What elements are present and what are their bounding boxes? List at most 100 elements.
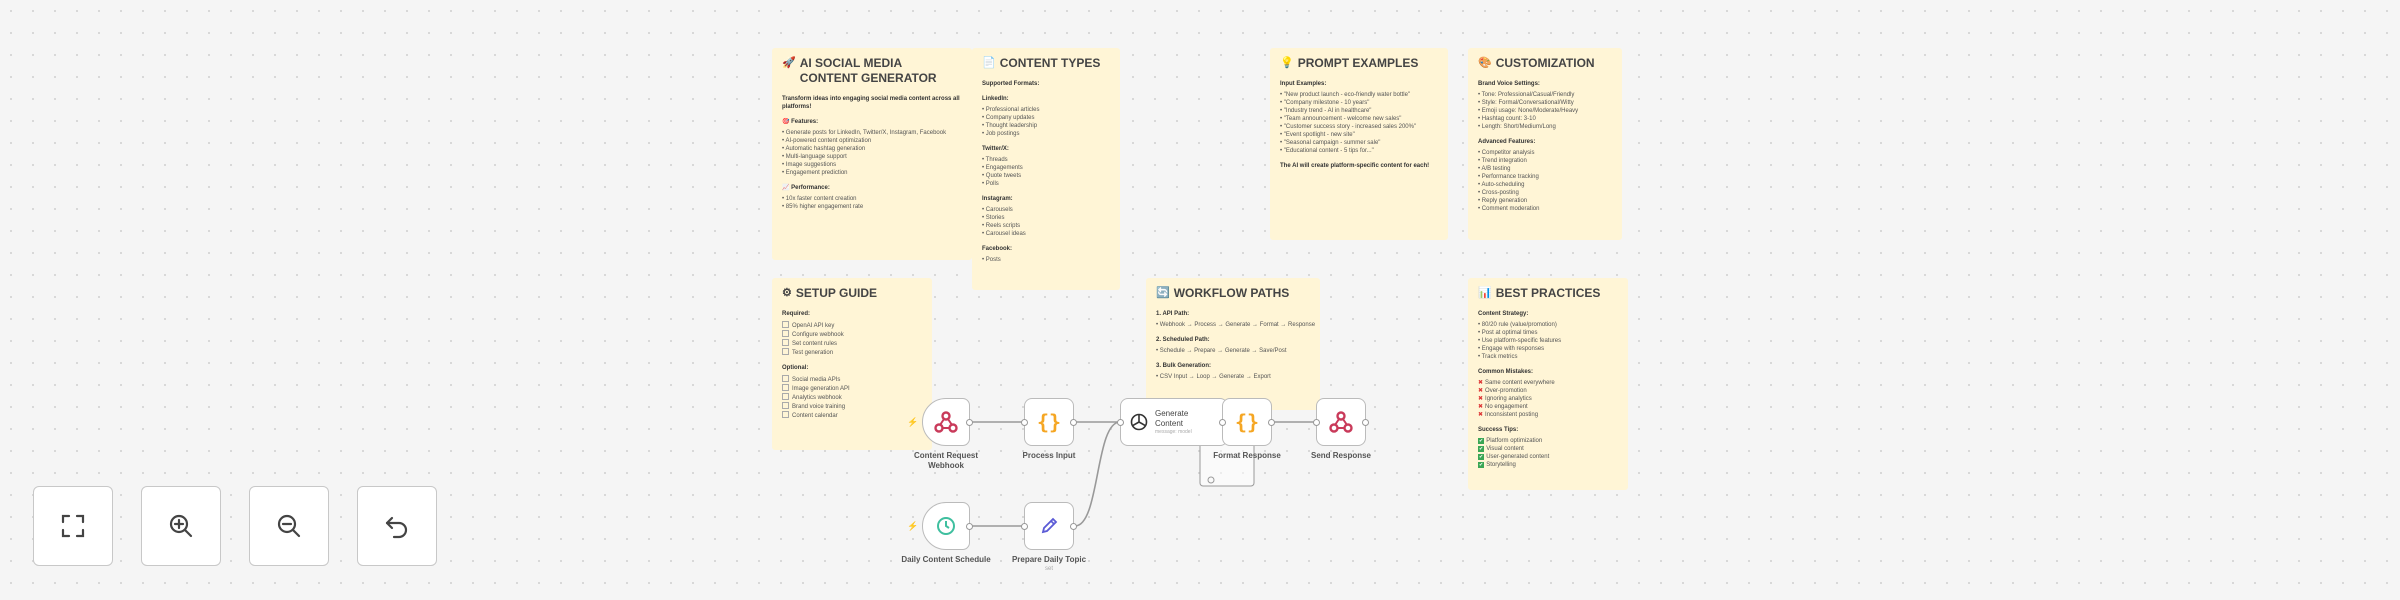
label-process-input: Process Input [1022,451,1076,460]
connection-handles [1199,439,1255,487]
note-list-item: • "Team announcement - welcome new sales… [1280,116,1402,122]
note-list-item: • Hashtag count: 3-10 [1478,116,1536,122]
note-title-text: AI SOCIAL MEDIA CONTENT GENERATOR [799,56,937,85]
node-process-input[interactable]: {} [1021,398,1077,446]
note-list-item: • CSV Input → Loop → Generate → Export [1156,374,1271,380]
note-section-heading: Optional: [782,365,809,371]
note-section-heading: Brand Voice Settings: [1478,81,1540,87]
openai-icon [1130,413,1148,431]
note-section: Facebook:• Posts [982,245,1110,264]
note-section-heading: 3. Bulk Generation: [1156,363,1212,369]
note-emoji-icon: 📄 [982,57,996,69]
note-emoji-icon: 🎨 [1478,57,1492,69]
note-list-item[interactable]: Image generation API [782,384,922,393]
note-emoji-icon: 💡 [1280,57,1294,69]
note-list-item: • "New product launch - eco-friendly wat… [1280,92,1411,98]
note-list-item: • Track metrics [1478,354,1518,360]
note-section-heading: 1. API Path: [1156,311,1190,317]
note-section-heading: Supported Formats: [982,81,1040,87]
note-list-item: • Webhook → Process → Generate → Format … [1156,322,1316,328]
note-list-item[interactable]: OpenAI API key [782,321,922,330]
note-list-item: • 80/20 rule (value/promotion) [1478,322,1557,328]
node-format-response[interactable]: {} [1219,398,1275,446]
trigger-bolt-icon: ⚡ [907,521,919,531]
note-list-item[interactable]: Test generation [782,348,922,357]
note-list-item: • Comment moderation [1478,206,1540,212]
note-title: 💡PROMPT EXAMPLES [1280,56,1438,71]
note-list-item: No engagement [1478,403,1618,411]
note-list-item: Visual content [1478,445,1618,453]
note-list-item: • "Educational content - 5 tips for..." [1280,148,1374,154]
note-list-item[interactable]: Content calendar [782,411,922,420]
note-list-item: • Carousel ideas [982,231,1026,237]
note-list-item: • 10x faster content creation [782,196,857,202]
undo-button[interactable] [357,486,437,566]
node-daily-content-schedule[interactable] [922,502,973,550]
note-list-item: • Emoji usage: None/Moderate/Heavy [1478,108,1579,114]
note-list-item[interactable]: Brand voice training [782,402,922,411]
note-list-item: • Stories [982,215,1005,221]
note-list-item: • Reply generation [1478,198,1528,204]
note-title-text: PROMPT EXAMPLES [1297,56,1419,70]
note-list-item: • Carousels [982,207,1013,213]
note-emoji-icon: ⚙ [782,287,792,299]
note-list-item: • "Customer success story - increased sa… [1280,124,1417,130]
note-section: Brand Voice Settings:• Tone: Professiona… [1478,80,1612,131]
note-list-item: Same content everywhere [1478,379,1618,387]
note-section: 3. Bulk Generation: • CSV Input → Loop → … [1156,362,1310,381]
note-list-item: Inconsistent posting [1478,411,1618,419]
node-send-response[interactable] [1313,398,1369,446]
fit-view-icon [61,514,85,538]
note-list-item: • Polls [982,181,999,187]
note-list-item[interactable]: Configure webhook [782,330,922,339]
label-daily-content-schedule: Daily Content Schedule [901,555,991,564]
label-generate-content: Generate Content [1155,409,1189,428]
note-prompt-examples[interactable]: 💡PROMPT EXAMPLES Input Examples: • "New pr… [1270,48,1448,240]
note-title: 🚀AI SOCIAL MEDIA CONTENT GENERATOR [782,56,962,86]
note-section-heading: Input Examples: [1280,81,1327,87]
node-generate-content[interactable]: Generate Content message: model [1117,398,1231,446]
clock-icon [937,517,955,535]
note-list-item: • "Seasonal campaign - summer sale" [1280,140,1381,146]
note-list-item[interactable]: Analytics webhook [782,393,922,402]
note-emoji-icon: 🔄 [1156,287,1170,299]
note-emoji-icon: 🚀 [782,57,796,69]
note-list-item: • Engage with responses [1478,346,1545,352]
note-section: 1. API Path: • Webhook → Process → Genera… [1156,310,1316,329]
note-list-item: • Multi-language support [782,154,847,160]
note-title: 📊BEST PRACTICES [1478,286,1618,301]
fit-view-button[interactable] [33,486,113,566]
note-section: Input Examples: • "New product launch - e… [1280,80,1438,155]
pencil-icon [1041,517,1058,534]
zoom-in-button[interactable] [141,486,221,566]
zoom-out-button[interactable] [249,486,329,566]
note-list-item: Platform optimization [1478,437,1618,445]
note-list-item[interactable]: Social media APIs [782,375,922,384]
note-list-item: • Cross-posting [1478,190,1519,196]
note-list-item: • 85% higher engagement rate [782,204,864,210]
note-list-item: • Performance tracking [1478,174,1539,180]
note-section-heading: Twitter/X: [982,146,1009,152]
label-prepare-daily-topic: Prepare Daily Topic [1011,555,1087,564]
node-prepare-daily-topic[interactable] [1021,502,1077,550]
code-braces-icon: {} [1234,410,1260,434]
note-list-item: • Use platform-specific features [1478,338,1562,344]
note-list-item: • Schedule → Prepare → Generate → Save/P… [1156,348,1287,354]
trigger-bolt-icon: ⚡ [907,417,919,427]
note-list-item: • "Industry trend - AI in healthcare" [1280,108,1372,114]
note-list-item: • Image suggestions [782,162,837,168]
note-section: LinkedIn:• Professional articles• Compan… [982,95,1110,138]
note-list-item[interactable]: Set content rules [782,339,922,348]
note-list-item: • Trend integration [1478,158,1527,164]
note-list-item: • Company updates [982,115,1035,121]
node-content-request-webhook[interactable] [922,398,973,446]
zoom-out-icon [277,514,301,538]
note-section: Success Tips:Platform optimizationVisual… [1478,426,1618,469]
